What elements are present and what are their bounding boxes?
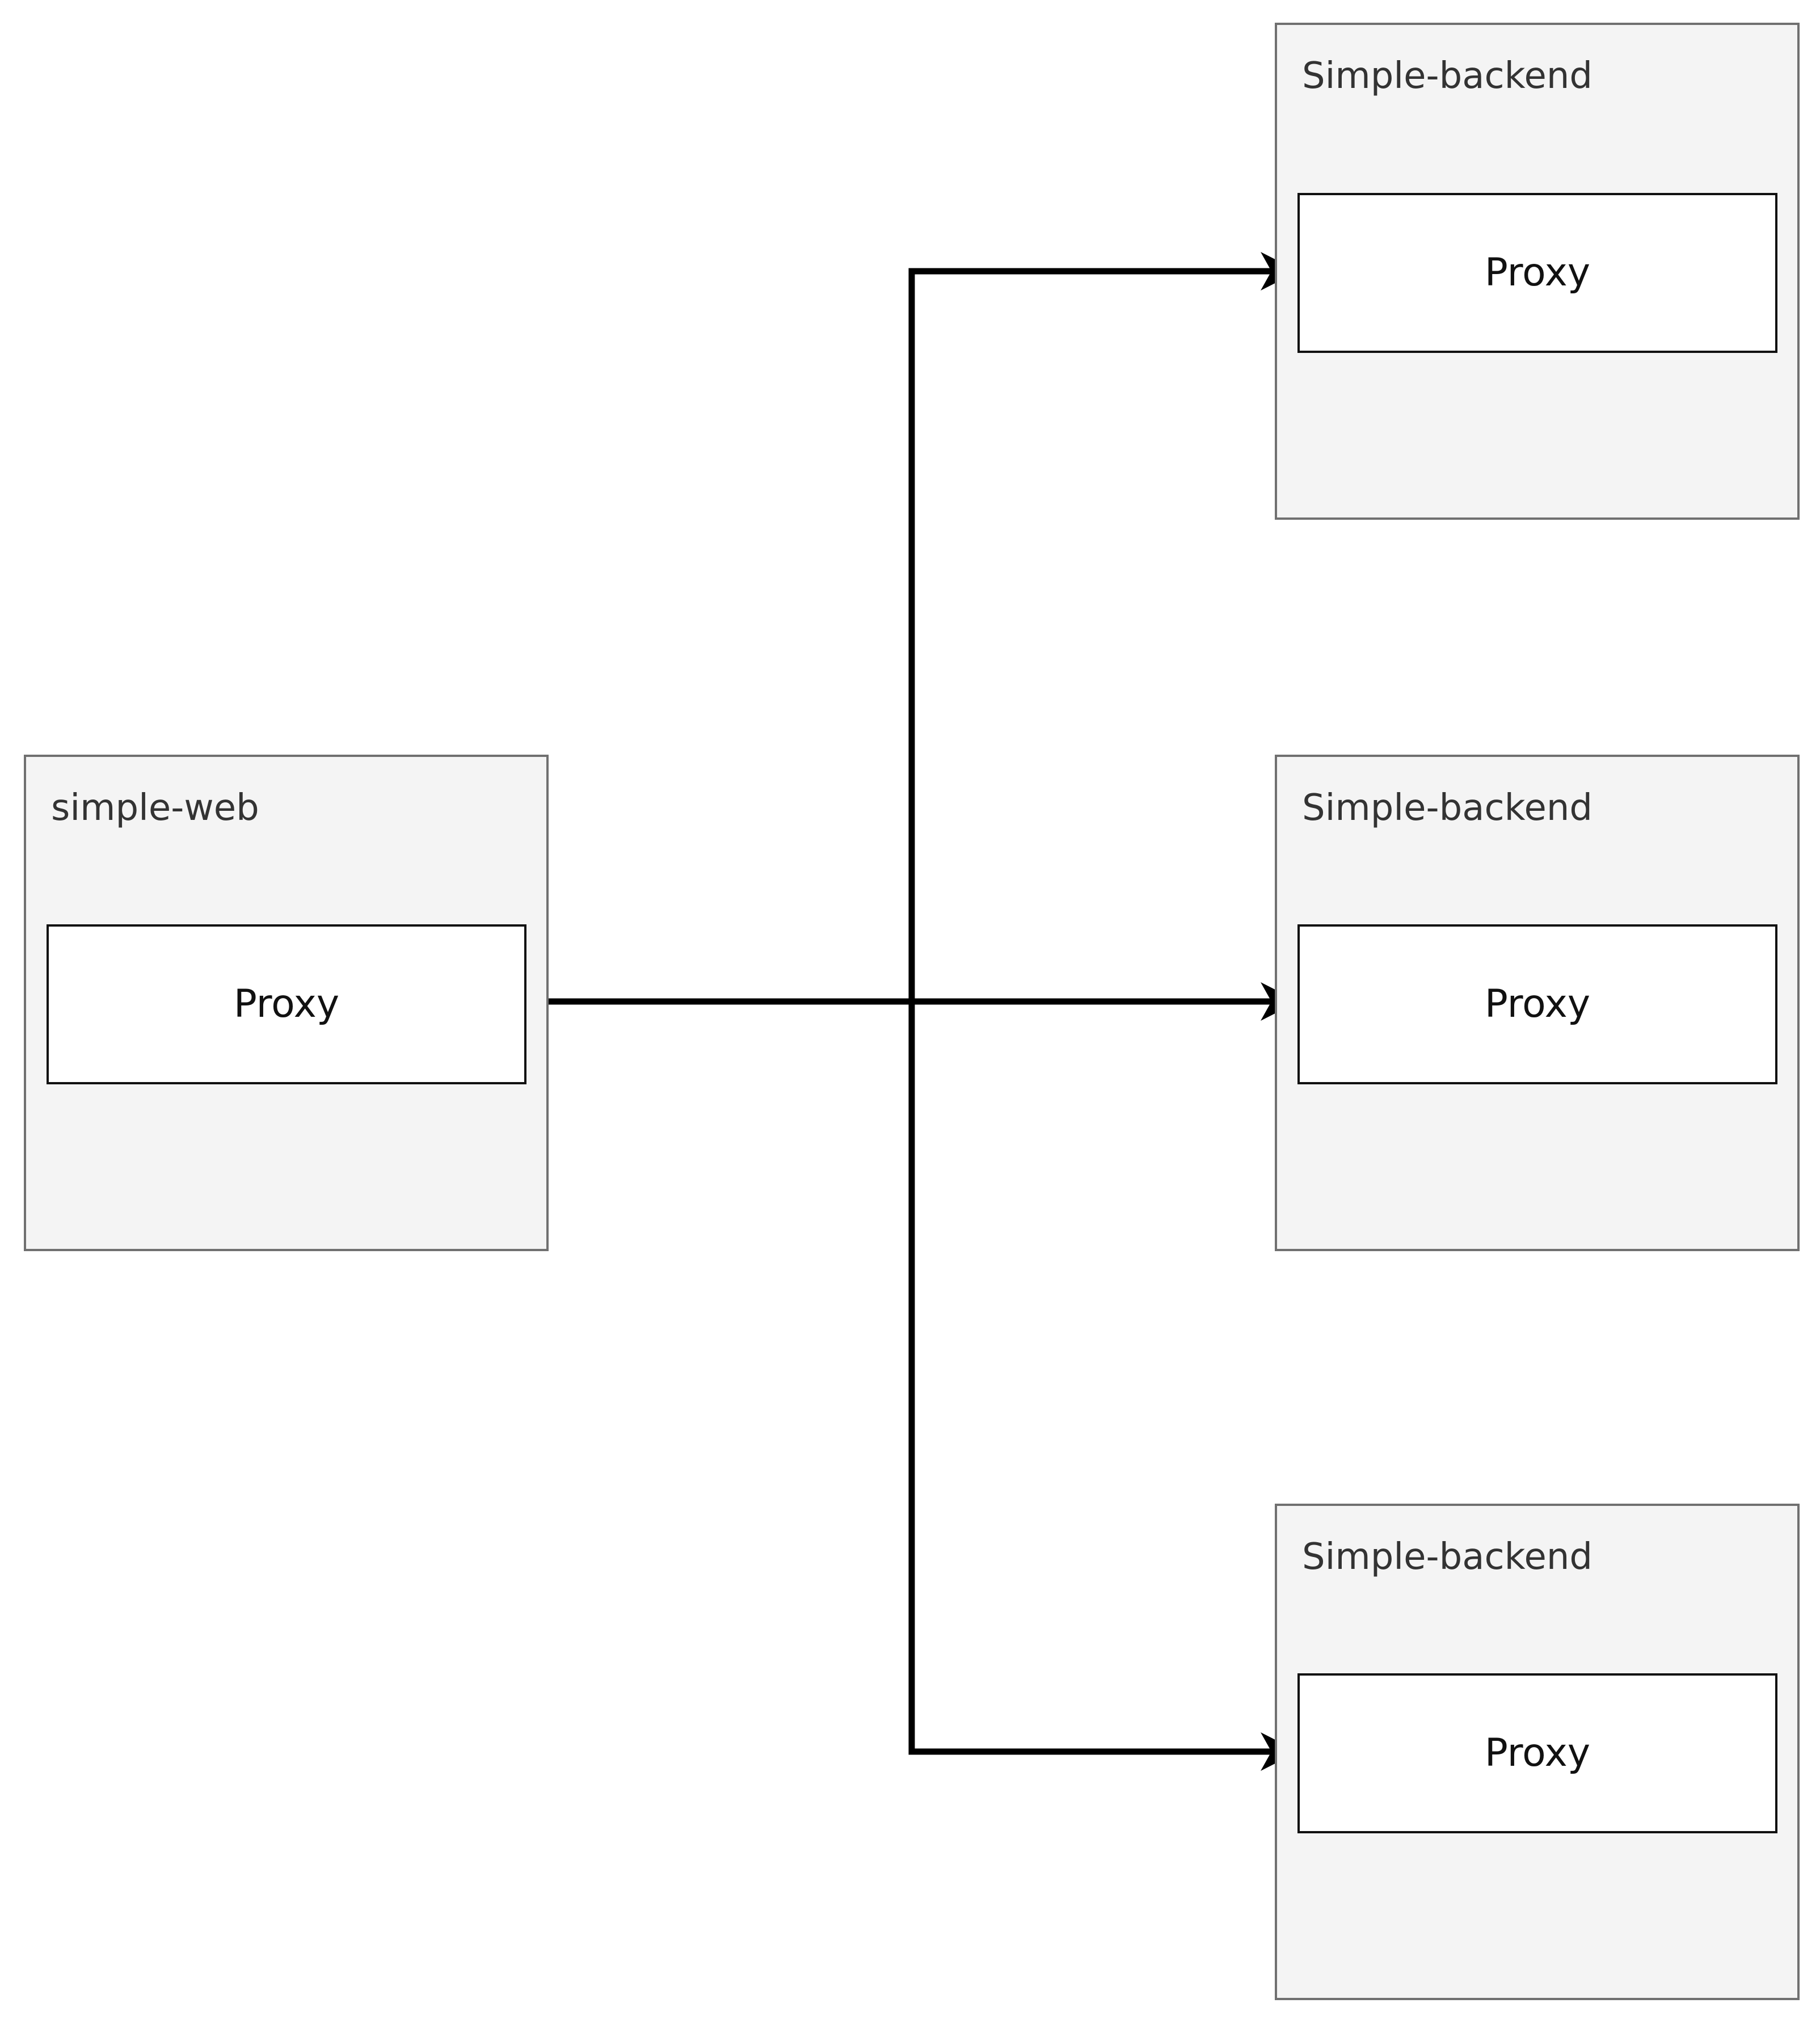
container-simple-backend-3[interactable]: Simple-backend Proxy — [1275, 1504, 1800, 2000]
container-simple-web[interactable]: simple-web Proxy — [24, 755, 549, 1251]
container-simple-backend-2[interactable]: Simple-backend Proxy — [1275, 755, 1800, 1251]
container-title: Simple-backend — [1302, 1536, 1592, 1578]
container-title: Simple-backend — [1302, 55, 1592, 97]
proxy-label: Proxy — [1484, 1731, 1591, 1775]
proxy-node[interactable]: Proxy — [1297, 924, 1777, 1084]
container-title: Simple-backend — [1302, 787, 1592, 829]
container-simple-backend-1[interactable]: Simple-backend Proxy — [1275, 23, 1800, 520]
proxy-label: Proxy — [233, 982, 340, 1026]
container-title: simple-web — [51, 787, 259, 829]
edge-web-to-backend3 — [525, 998, 1299, 1771]
proxy-node[interactable]: Proxy — [1297, 1673, 1777, 1833]
proxy-label: Proxy — [1484, 982, 1591, 1026]
edge-web-to-backend2 — [525, 982, 1299, 1021]
proxy-node[interactable]: Proxy — [47, 924, 526, 1084]
edge-web-to-backend1 — [525, 252, 1299, 1005]
proxy-label: Proxy — [1484, 250, 1591, 295]
proxy-node[interactable]: Proxy — [1297, 193, 1777, 353]
